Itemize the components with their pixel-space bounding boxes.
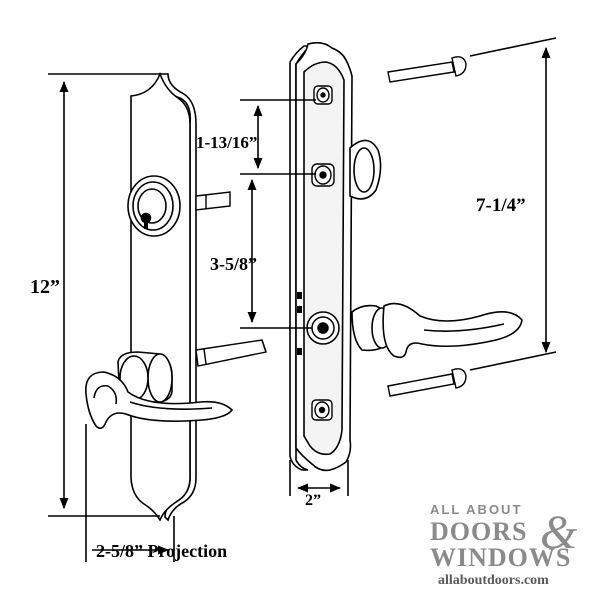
screw-span-label: 7-1/4” [476,195,526,216]
watermark-logo: ALL ABOUT & DOORS WINDOWS allaboutdoors.… [430,502,578,588]
projection-label: 2-5/8” Projection [96,541,227,561]
top-spacing-label: 1-13/16” [196,133,257,152]
watermark-ampersand: & [540,506,578,559]
width-label: 2” [305,492,321,509]
handle-hub [297,292,340,355]
mounting-screw-top [387,56,467,83]
upper-screw-post [313,85,333,105]
height-label: 12” [30,276,60,298]
watermark-line1: ALL ABOUT [430,502,522,517]
lower-screw-post [311,399,333,421]
watermark-url: allaboutdoors.com [438,573,549,588]
watermark-line3: WINDOWS [430,543,571,572]
deadbolt-post [311,163,335,187]
watermark-line2: DOORS [430,517,527,546]
middle-spacing-label: 3-5/8” [210,254,257,274]
thumb-turn [349,139,382,200]
exterior-escutcheon [127,71,197,522]
deadbolt-tailpiece [195,191,231,211]
dimension-lines [48,37,557,562]
mounting-screw-bottom [387,368,467,397]
handle-spindle [195,339,267,367]
interior-mounting-plate [289,41,353,472]
exterior-lever-handle [85,351,234,430]
interior-lever-handle [351,302,523,359]
